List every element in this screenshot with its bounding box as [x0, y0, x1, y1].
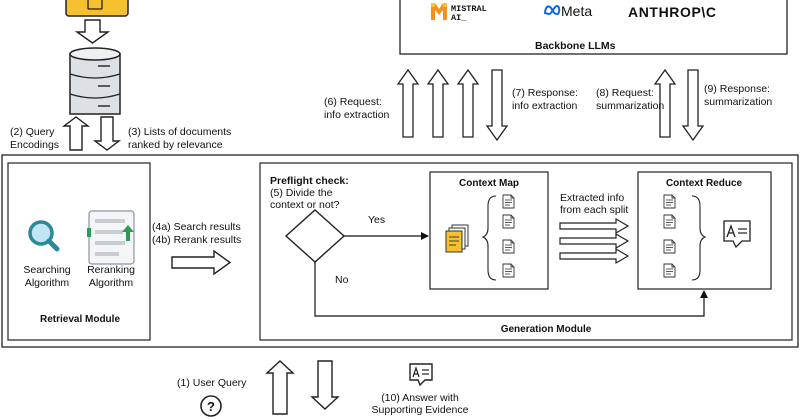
svg-text:?: ?	[207, 399, 215, 414]
down-arrow-document-lists	[92, 116, 122, 151]
reranking-algorithm-line-1: Reranking	[87, 264, 135, 276]
context-map-title: Context Map	[459, 178, 519, 189]
reduce-brace	[691, 195, 707, 281]
label-response-summarization: (9) Response:summarization	[704, 83, 772, 108]
query-encodings-line-2: Encodings	[10, 139, 59, 151]
mistral-logo-line-2: AI_	[451, 13, 467, 23]
folder-icon	[65, 0, 129, 17]
extracted-info-line-2: from each split	[560, 204, 628, 216]
anthropic-logo: ANTHROP\C	[628, 4, 717, 20]
right-arrow-split-2	[559, 232, 630, 250]
request-summarization-line-2: summarization	[596, 100, 664, 112]
mistral-logo-line-1: MISTRAL	[451, 4, 487, 14]
response-info-extraction-line-1: (7) Response:	[512, 87, 578, 99]
split-doc-icon	[502, 194, 515, 209]
answer-document-icon	[409, 363, 433, 387]
label-user-query: (1) User Query	[177, 377, 247, 389]
generation-module-title: Generation Module	[501, 324, 592, 335]
preflight-line-2: (5) Divide the	[270, 187, 333, 199]
retrieval-module-title: Retrieval Module	[40, 314, 120, 325]
context-reduce-box: Context Reduce	[637, 171, 772, 290]
database-icon	[69, 47, 121, 115]
query-encodings-line-1: (2) Query	[10, 126, 55, 138]
context-reduce-title: Context Reduce	[666, 178, 743, 189]
request-info-extraction-line-1: (6) Request:	[324, 96, 382, 108]
right-arrow-search-results	[171, 249, 232, 276]
context-map-box: Context Map	[429, 171, 549, 290]
document-stack-icon	[445, 224, 469, 253]
label-yes: Yes	[368, 214, 385, 226]
document-lists-line-2: ranked by relevance	[128, 139, 223, 151]
answer-bubble-icon	[723, 220, 751, 249]
extracted-info-line-1: Extracted info	[560, 192, 624, 204]
label-request-info-extraction: (6) Request:info extraction	[324, 96, 390, 121]
up-arrow-request-summarization	[653, 68, 677, 138]
document-lists-line-1: (3) Lists of documents	[128, 126, 231, 138]
search-results-line-1: (4a) Search results	[152, 221, 241, 233]
up-arrow-query-encodings	[61, 116, 91, 151]
up-arrow-request-info-extraction-3	[456, 68, 480, 138]
search-results-line-2: (4b) Rerank results	[152, 234, 241, 246]
down-arrow-folder-to-db	[74, 19, 111, 44]
label-request-summarization: (8) Request:summarization	[596, 87, 664, 112]
backbone-llms-box: MISTRAL AI_ Meta ANTHROP\C Backbone LLMs	[399, 0, 788, 55]
request-summarization-line-1: (8) Request:	[596, 87, 654, 99]
response-summarization-line-2: summarization	[704, 96, 772, 108]
meta-logo-icon	[544, 4, 561, 16]
backbone-llms-title: Backbone LLMs	[535, 40, 616, 52]
response-info-extraction-line-2: info extraction	[512, 100, 578, 112]
down-arrow-answer	[310, 360, 340, 410]
label-response-info-extraction: (7) Response:info extraction	[512, 87, 578, 112]
no-path-arrow	[314, 262, 708, 317]
split-doc-icon	[502, 214, 515, 229]
answer-evidence-line-2: Supporting Evidence	[372, 404, 469, 416]
searching-algorithm-line-2: Algorithm	[25, 277, 70, 289]
summary-doc-icon	[663, 239, 676, 254]
reranking-icon	[87, 210, 135, 265]
magnifier-icon	[28, 220, 60, 252]
preflight-title: Preflight check:	[270, 175, 349, 187]
question-icon: ?	[200, 395, 222, 417]
up-arrow-request-info-extraction-2	[426, 68, 450, 138]
summary-doc-icon	[663, 263, 676, 278]
searching-algorithm-line-1: Searching	[23, 264, 70, 276]
down-arrow-response-info-extraction	[485, 69, 509, 142]
label-search-results: (4a) Search results(4b) Rerank results	[152, 221, 241, 246]
up-arrow-request-info-extraction	[396, 68, 420, 138]
system-outer-box	[1, 154, 799, 348]
up-arrow-user-query	[265, 360, 295, 415]
summary-doc-icon	[663, 194, 676, 209]
preflight-line-3: context or not?	[270, 199, 340, 211]
down-arrow-response-summarization	[681, 69, 705, 142]
answer-evidence-line-1: (10) Answer with	[381, 392, 459, 404]
mistral-logo-icon	[431, 3, 447, 20]
split-doc-icon	[502, 263, 515, 278]
right-arrow-split-3	[559, 247, 630, 265]
reranking-algorithm-line-2: Algorithm	[89, 277, 134, 289]
request-info-extraction-line-2: info extraction	[324, 109, 390, 121]
split-doc-icon	[502, 239, 515, 254]
response-summarization-line-1: (9) Response:	[704, 83, 770, 95]
label-no: No	[335, 274, 349, 286]
summary-doc-icon	[663, 214, 676, 229]
meta-logo-text: Meta	[561, 3, 592, 19]
right-arrow-split-1	[559, 217, 630, 235]
map-brace	[481, 195, 497, 281]
